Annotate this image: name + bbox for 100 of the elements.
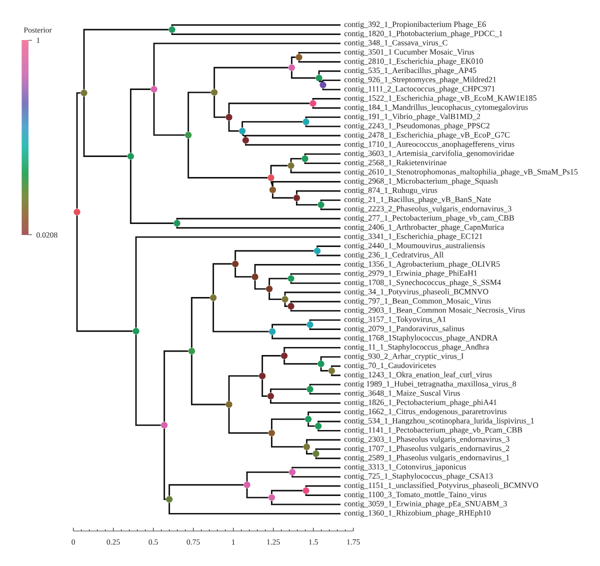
branch-line [135,334,161,426]
leaf-label: contig_3059_1_Erwinia_phage_pEa_SNUABM_3 [344,500,507,508]
branch-line [308,422,315,427]
branch-line [228,408,268,434]
branch-line [83,28,168,90]
branch-line [190,354,226,406]
leaf-label: contig_3157_1_Tokyovirus_A1 [344,316,446,324]
branch-line [130,88,150,153]
branch-line [305,125,340,128]
branch-line [190,296,210,348]
leaf-label: contig_3313_1_Cotonvirus_japonicus [344,464,466,472]
leaf-label: contig_392_1_Propionibacterium Phage_E6 [344,21,486,29]
leaf-label: contig_2979_1_Erwinia_phage_PhiEaH1 [344,270,477,278]
leaf-label: contig_1243_1_Okra_enation_leaf_curl_virus [344,372,492,379]
branch-line [270,436,304,448]
branch-line [320,199,340,202]
branch-line [322,88,340,90]
leaf-label: contig_11_1_Staphylococcus_phage_Andhra [344,344,489,352]
branch-line [244,144,340,146]
branch-line [305,485,340,488]
branch-line [306,450,312,454]
leaf-label: contig_1662_1_Citrus_endogenous_pararetrovirus [344,408,506,416]
branch-line [315,448,340,450]
branch-line [270,180,274,187]
branch-line [270,501,340,506]
branch-line [308,412,340,416]
branch-line [164,350,188,422]
branch-line [188,138,268,178]
leaf-label: contig_2589_1_Phaseolus vulgaris_endornavirus_1 [344,454,510,462]
branch-line [316,254,340,256]
branch-line [76,216,132,332]
leaf-label: contig_3603_1_Artemisia_carvifolia_genomoviridae [344,150,514,158]
branch-line [262,355,281,372]
branch-line [284,292,340,296]
branch-line [228,102,310,114]
leaf-label: contig_348_1_Cassava_virus_C [344,40,448,48]
leaf-label: contig_1141_1_Pectobacterium_phage_vb_Pcam_CBB [344,426,522,434]
branch-line [292,475,340,478]
branch-line [272,335,340,340]
branch-line [228,120,239,132]
branch-line [304,162,340,164]
branch-line [320,367,328,372]
branch-line [309,328,340,330]
branch-line [234,267,252,278]
branch-line [176,226,340,229]
leaf-label: contig_1360_1_Rhizobium_phage_RHEph10 [344,510,490,518]
branch-line [312,106,340,109]
branch-line [309,384,340,386]
leaf-label: contig_1522_1_Escherichia_phage_vB_EcoM_KAW1E185 [344,95,536,102]
leaf-label: contig_725_1_Staphylococcus_phage_CSA13 [344,473,493,480]
branch-line [318,429,340,432]
branch-line [214,66,288,89]
leaf-label: contig_535_1_Aeribacillus_phage_AP45 [344,67,476,75]
branch-line [290,273,340,276]
branch-line [322,80,340,82]
branch-line [246,488,268,498]
branch-line [270,490,302,494]
branch-line [298,52,340,54]
branch-line [242,121,302,128]
branch-line [171,24,340,26]
branch-line [270,400,340,404]
branch-line [268,292,282,300]
leaf-label: contig_2903_1_Bean_Common Mosaic_Necrosis_Virus [344,307,525,314]
leaf-label: contig_534_1_Hangzhou_scotinophara_lurida_lispivirus_1 [344,418,534,426]
leaf-label: contig_2440_1_Moumouvirus_australiensis [344,242,485,250]
branch-line [168,484,244,496]
branch-line [290,158,302,162]
leaf-label: contig 1989_1_Hubei_tetragnatha_maxillosa_virus_8 [344,380,516,388]
leaf-label: contig_2968_1_Microbacterium_phage_Squash [344,178,498,186]
leaf-label: contig_1710_1_Aureococcus_anophagefferens_virus [344,141,514,148]
branch-line [168,502,340,514]
branch-line [296,190,340,194]
branch-line [318,420,340,423]
branch-line [290,71,316,79]
branch-line [272,181,340,186]
leaf-label: contig_930_2_Arhar_cryptic_virus_I [344,353,464,360]
branch-line [83,96,128,157]
leaf-label: contig_184_1_Mandrillus_leucophacus_cytomegalovirus [344,104,528,112]
branch-line [176,218,340,220]
branch-line [309,392,340,395]
leaf-label: contig_1151_1_unclassified_Potyvirus_phaseoli_BCMNVO [344,482,538,490]
branch-line [234,250,314,260]
branch-line [306,439,340,444]
branch-line [290,282,340,284]
branch-line [135,236,340,328]
branch-line [268,278,288,286]
branch-line [318,80,324,82]
branch-line [315,457,340,460]
leaf-label: contig_70_1_Caudoviricetes [344,362,436,370]
leaf-label: contig_277_1_Pectobacterium_phage_vb_cam_CBB [344,214,514,222]
leaf-label: contig_1820_1_Photobacterium_phage_PDCC_1 [344,30,502,38]
branch-line [254,280,266,290]
branch-line [153,42,340,86]
branch-line [228,375,259,401]
branch-line [290,300,340,303]
branch-line [262,379,268,397]
branch-line [272,324,306,328]
leaf-label: contig_797_1_Bean_Common_Mosaic_Virus [344,298,491,306]
branch-line [316,246,340,248]
leaf-label: contig_236_1_Cedratvirus_All [344,252,444,260]
